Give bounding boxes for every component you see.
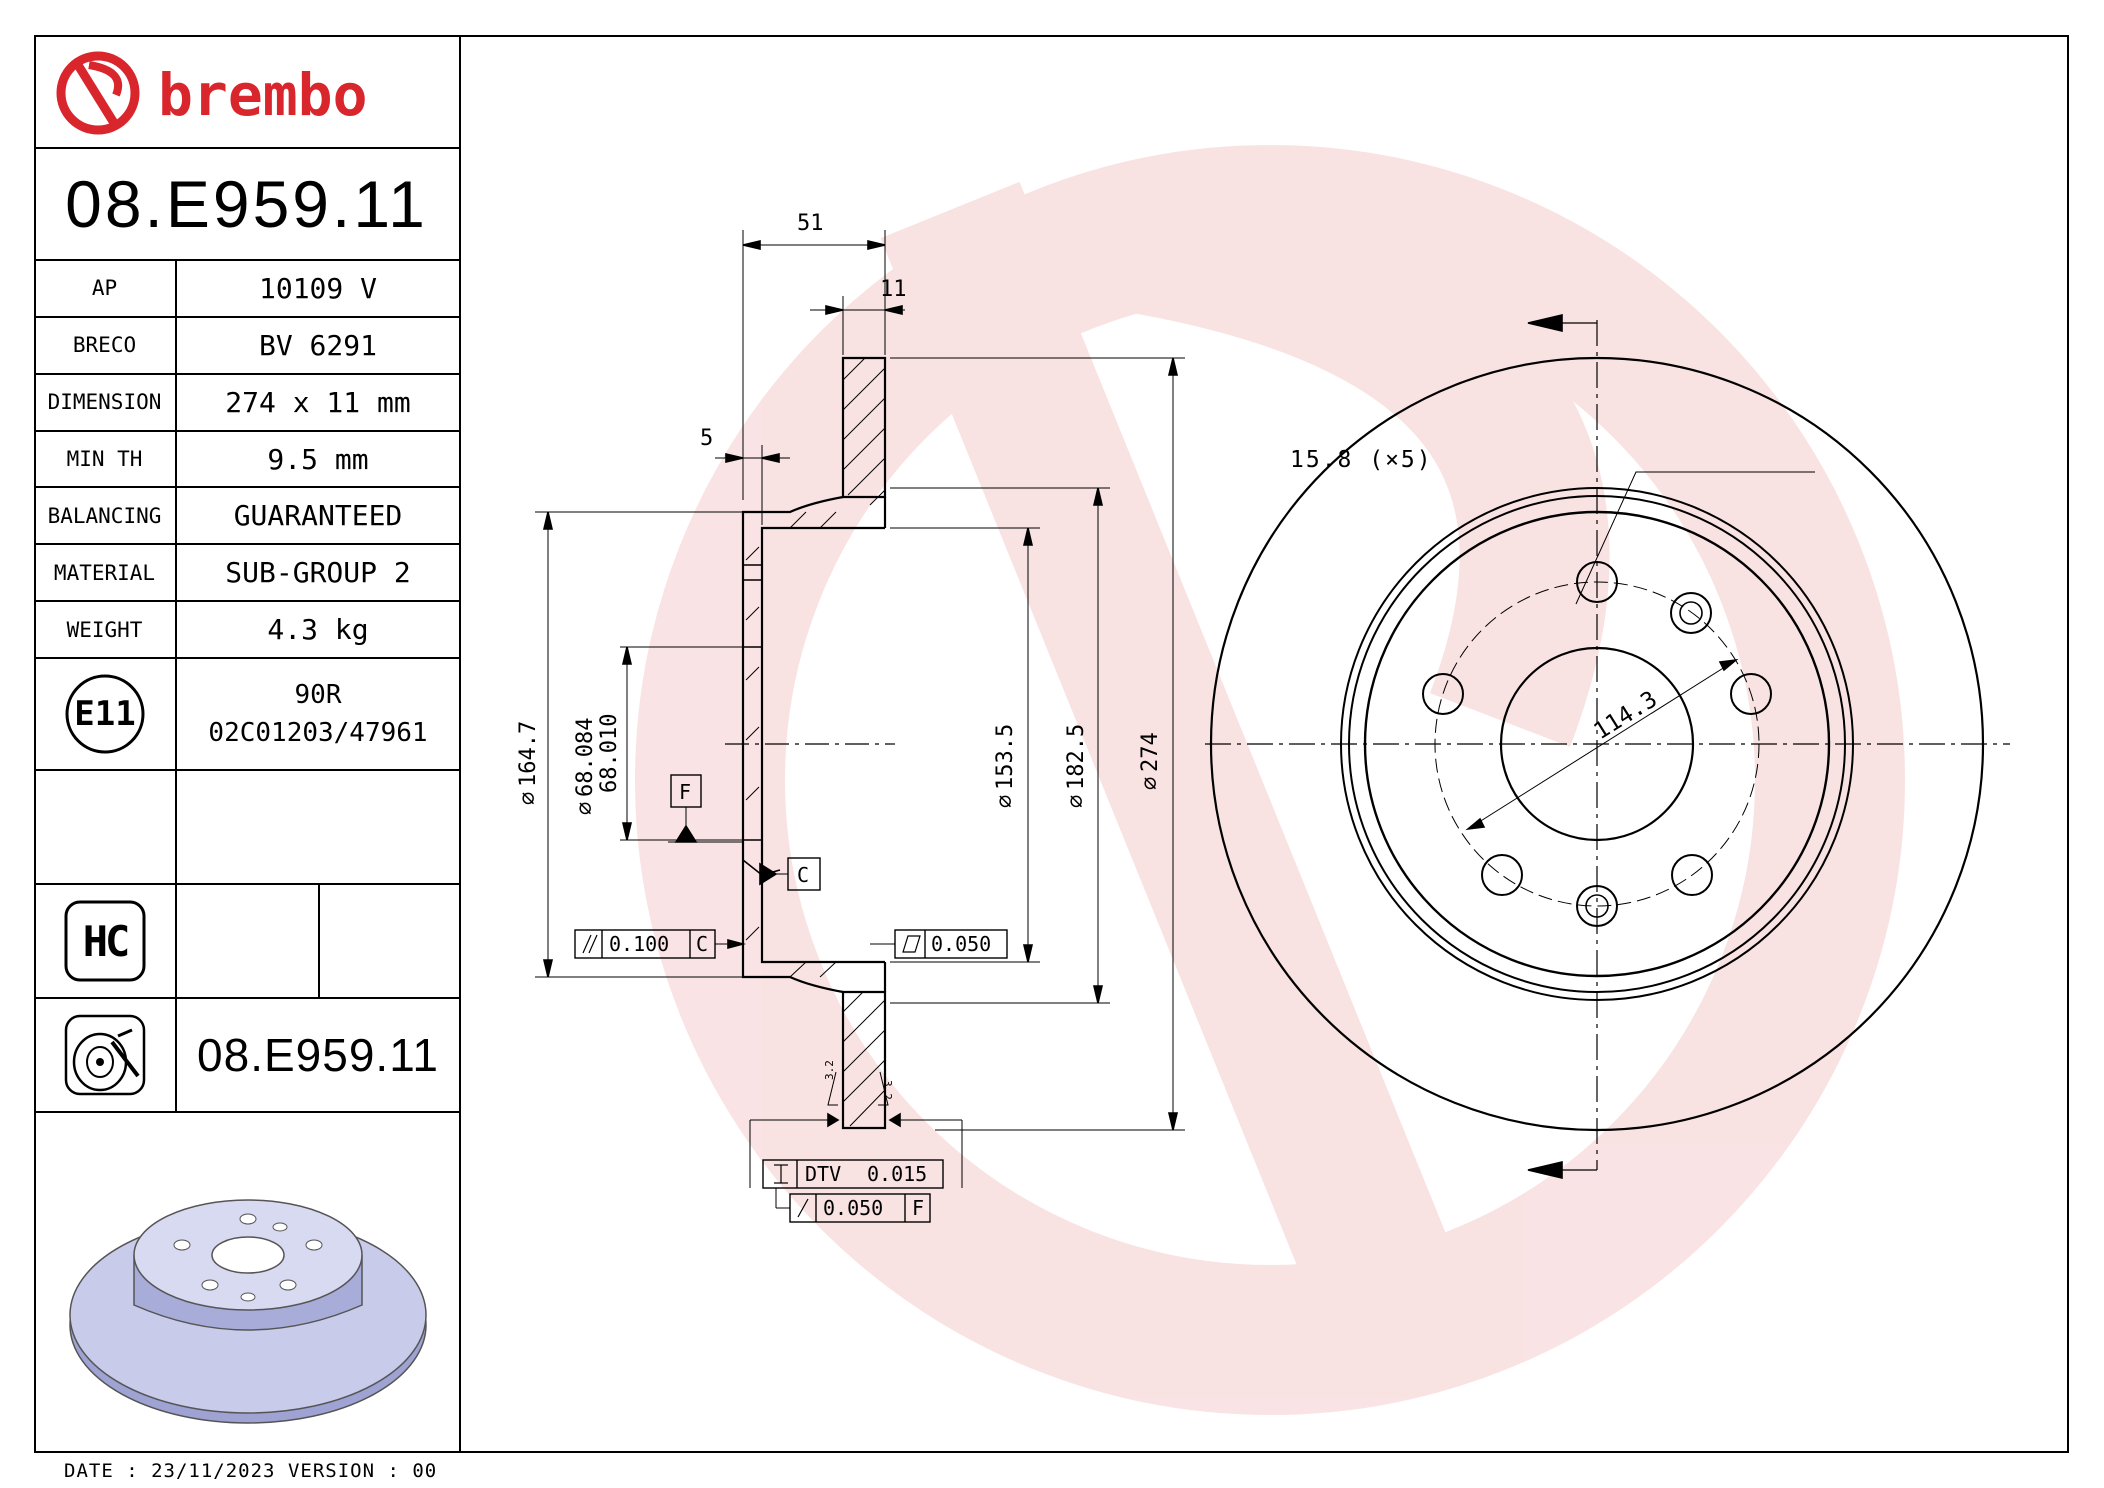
dim-inner-diameter: 153.5 xyxy=(993,724,1018,790)
empty-row xyxy=(34,771,459,885)
version-label: VERSION : xyxy=(287,1460,400,1482)
brembo-logo-icon: brembo xyxy=(56,51,368,135)
diameter-symbol-icon: ⌀ xyxy=(993,795,1018,808)
spec-value: 9.5 mm xyxy=(267,442,369,476)
dim-bolt-hole: 15.8 (×5) xyxy=(1290,447,1433,473)
dim-overall-width: 51 xyxy=(797,211,824,236)
date-value: 23/11/2023 xyxy=(151,1460,276,1482)
spec-row: BRECO BV 6291 xyxy=(34,317,459,375)
hc-divider xyxy=(318,885,320,997)
diameter-symbol-icon: ⌀ xyxy=(1138,777,1163,790)
hc-row: HC xyxy=(34,885,459,999)
spec-label: MIN TH xyxy=(34,431,177,487)
drawing-frame xyxy=(34,35,2069,1453)
bottom-part-cell: 08.E959.11 xyxy=(177,999,459,1111)
date-label: DATE : xyxy=(64,1460,139,1482)
brand-name: brembo xyxy=(158,61,368,129)
disc-render-icon xyxy=(69,1199,427,1424)
dim-offset: 5 xyxy=(700,426,713,451)
spec-value: 274 x 11 mm xyxy=(225,385,411,419)
e-mark-cell: E11 xyxy=(34,659,177,769)
brembo-watermark-icon xyxy=(635,145,1905,1415)
flatness-value: 0.050 xyxy=(931,932,991,956)
part-number-row: 08.E959.11 xyxy=(34,149,459,261)
dtv-label: DTV xyxy=(805,1162,841,1186)
spec-value: GUARANTEED xyxy=(233,499,403,533)
dim-bore-min: 68.010 xyxy=(597,714,622,793)
spec-row: MIN TH 9.5 mm xyxy=(34,431,459,489)
front-view xyxy=(1205,313,2010,1180)
spec-row: AP 10109 V xyxy=(34,261,459,318)
runout-ref: F xyxy=(912,1196,924,1220)
runout-value: 0.050 xyxy=(823,1196,883,1220)
spec-value: 4.3 kg xyxy=(267,613,369,647)
spec-label: MATERIAL xyxy=(34,545,177,601)
hc-label: HC xyxy=(82,917,127,966)
disc-wear-icon xyxy=(64,1014,145,1096)
hc-cell: HC xyxy=(34,885,177,997)
dim-thickness: 11 xyxy=(880,277,907,302)
datum-c-label: C xyxy=(797,863,809,887)
spec-value: 10109 V xyxy=(258,271,377,305)
spec-row: BALANCING GUARANTEED xyxy=(34,488,459,546)
diameter-symbol-icon: ⌀ xyxy=(1064,795,1089,808)
bottom-part-row: 08.E959.11 xyxy=(34,999,459,1113)
brand-row: brembo xyxy=(34,35,459,149)
empty-cell xyxy=(34,771,177,883)
dtv-value: 0.015 xyxy=(867,1162,927,1186)
dim-hub-diameter: 164.7 xyxy=(516,721,541,787)
part-number: 08.E959.11 xyxy=(65,167,428,241)
bottom-part-number: 08.E959.11 xyxy=(197,1029,439,1081)
spec-row: WEIGHT 4.3 kg xyxy=(34,602,459,660)
e-mark-label: E11 xyxy=(74,694,135,734)
spec-row: DIMENSION 274 x 11 mm xyxy=(34,374,459,432)
spec-label: BRECO xyxy=(34,317,177,373)
dim-outer-diameter: 274 xyxy=(1138,732,1163,772)
datum-f-label: F xyxy=(679,780,691,804)
disc-wear-cell xyxy=(34,999,177,1111)
dim-bore-max: 68.084 xyxy=(573,718,598,797)
hc-icon: HC xyxy=(64,900,145,982)
spec-label: BALANCING xyxy=(34,488,177,544)
approval-row: E11 90R 02C01203/47961 xyxy=(34,659,459,771)
spec-label: WEIGHT xyxy=(34,602,177,658)
e-mark-icon: E11 xyxy=(65,674,144,754)
spec-value: BV 6291 xyxy=(258,328,377,362)
dim-chamfer-1: 3.2 xyxy=(823,1060,836,1080)
footer: DATE : 23/11/2023 VERSION : 00 xyxy=(64,1460,437,1482)
spec-label: DIMENSION xyxy=(34,374,177,430)
version-value: 00 xyxy=(412,1460,438,1482)
diameter-symbol-icon: ⌀ xyxy=(516,792,541,805)
dim-chamfer-2: 3.2 xyxy=(881,1080,894,1100)
parallelism-ref: C xyxy=(696,932,708,956)
parallelism-value: 0.100 xyxy=(609,932,669,956)
spec-label: AP xyxy=(34,261,177,316)
dim-hat-diameter: 182.5 xyxy=(1064,724,1089,790)
spec-row: MATERIAL SUB-GROUP 2 xyxy=(34,545,459,603)
approval-values: 90R 02C01203/47961 xyxy=(177,659,459,769)
approval-line1: 90R xyxy=(294,680,342,710)
spec-value: SUB-GROUP 2 xyxy=(225,556,411,590)
approval-line2: 02C01203/47961 xyxy=(208,718,428,748)
diameter-symbol-icon: ⌀ xyxy=(573,802,598,815)
